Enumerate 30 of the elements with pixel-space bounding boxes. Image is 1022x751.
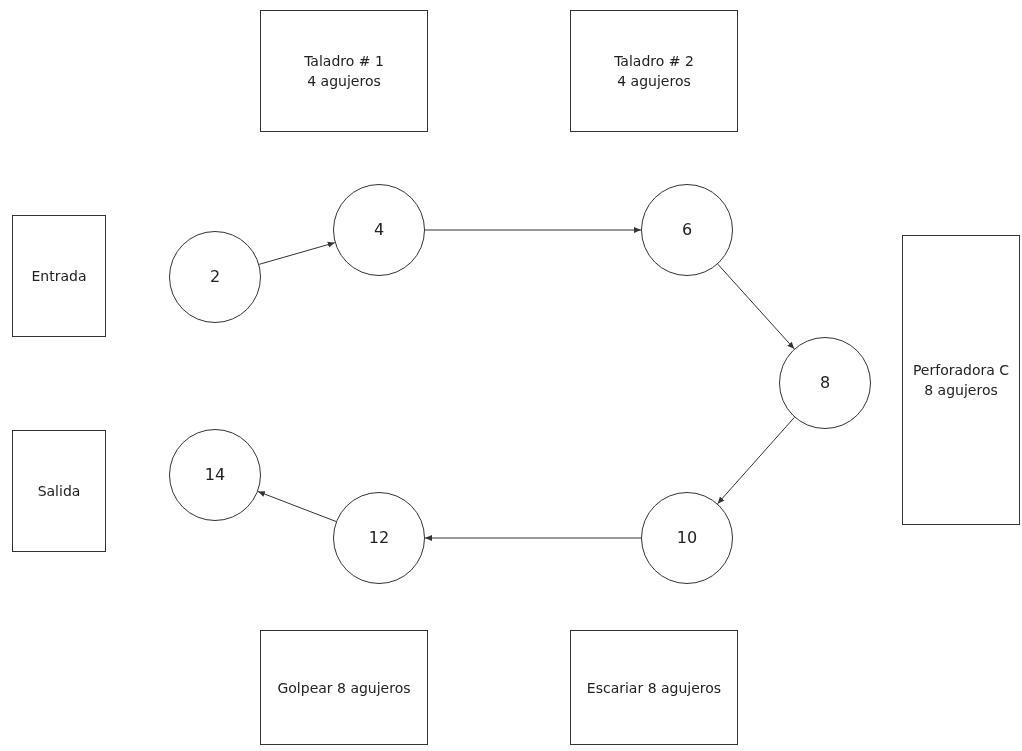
station-box bbox=[570, 10, 738, 132]
station-box bbox=[12, 215, 106, 337]
station-box bbox=[260, 630, 428, 745]
node-number: 4 bbox=[373, 220, 385, 240]
node-number: 2 bbox=[209, 267, 221, 287]
node-label: Escariar 8 agujeros bbox=[586, 678, 722, 698]
node-number: 6 bbox=[681, 220, 693, 240]
node-label: Perforadora C bbox=[912, 361, 1010, 380]
node-number: 12 bbox=[368, 528, 390, 548]
node-label: 4 agujeros bbox=[617, 72, 691, 91]
node-number: 8 bbox=[819, 373, 831, 393]
node-label: 4 agujeros bbox=[307, 72, 381, 91]
node-label: Entrada bbox=[31, 267, 87, 286]
node-label: Taladro # 1 bbox=[304, 52, 384, 71]
arrow bbox=[257, 491, 337, 522]
arrow bbox=[258, 241, 336, 265]
station-box bbox=[570, 630, 738, 745]
node-label: Salida bbox=[37, 482, 81, 501]
station-box bbox=[260, 10, 428, 132]
node-number: 14 bbox=[204, 465, 226, 485]
arrow bbox=[717, 263, 795, 350]
station-box bbox=[12, 430, 106, 552]
node-label: Golpear 8 agujeros bbox=[277, 678, 411, 698]
station-box bbox=[902, 235, 1020, 525]
node-label: Taladro # 2 bbox=[614, 52, 694, 71]
arrow bbox=[424, 535, 642, 541]
node-number: 10 bbox=[676, 528, 698, 548]
node-label: 8 agujeros bbox=[924, 381, 998, 400]
arrow bbox=[717, 416, 795, 505]
arrow bbox=[424, 227, 642, 233]
